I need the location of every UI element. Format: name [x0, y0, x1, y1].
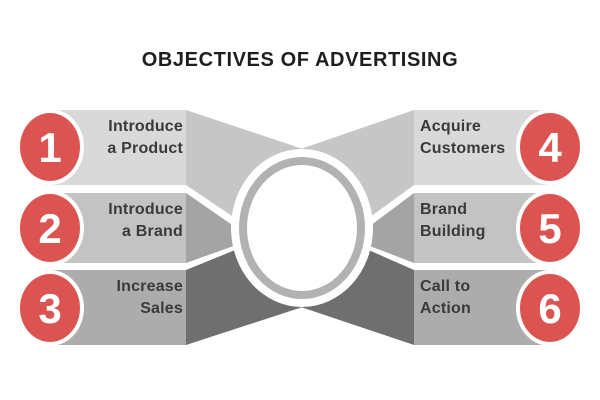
label-line-1: Acquire	[420, 118, 481, 135]
badge-number: 4	[538, 124, 562, 171]
label-line-2: a Brand	[122, 223, 183, 240]
badge-5: 5	[516, 190, 584, 266]
badge-circle	[520, 274, 580, 342]
badge-3: 3	[16, 270, 84, 346]
badge-2: 2	[16, 190, 84, 266]
funnel-right-4	[286, 110, 414, 220]
label-1: Introduce a Product	[107, 118, 183, 157]
badge-number: 6	[538, 285, 561, 332]
badge-number: 5	[538, 205, 561, 252]
funnel-left-3	[186, 248, 318, 345]
label-2: Introduce a Brand	[108, 201, 183, 240]
label-line-2: Customers	[420, 140, 505, 157]
funnel-right-5	[362, 193, 414, 263]
badge-circle	[20, 194, 80, 262]
badge-circle	[520, 194, 580, 262]
badge-number: 1	[38, 124, 61, 171]
label-line-1: Introduce	[108, 118, 183, 135]
label-line-1: Call to	[420, 278, 470, 295]
badge-circle	[520, 113, 580, 181]
center-circle-ring	[239, 157, 365, 299]
label-4: Acquire Customers	[420, 118, 505, 157]
label-line-1: Brand	[420, 201, 467, 218]
badge-4: 4	[516, 109, 584, 185]
label-6: Call to Action	[420, 278, 471, 317]
funnel-right-6	[286, 248, 414, 345]
badge-number: 2	[38, 205, 61, 252]
label-line-1: Introduce	[108, 201, 183, 218]
page-title: OBJECTIVES OF ADVERTISING	[142, 49, 459, 71]
label-5: Brand Building	[420, 201, 486, 240]
label-line-2: Action	[420, 300, 471, 317]
badge-1: 1	[16, 109, 84, 185]
funnel-left-2	[186, 193, 242, 263]
badge-number: 3	[38, 285, 61, 332]
badge-circle	[20, 274, 80, 342]
badge-6: 6	[516, 270, 584, 346]
label-line-2: Sales	[140, 300, 183, 317]
label-line-1: Increase	[116, 278, 183, 295]
label-3: Increase Sales	[116, 278, 183, 317]
label-line-2: Building	[420, 223, 486, 240]
label-line-2: a Product	[107, 140, 183, 157]
funnel-left-1	[186, 110, 318, 220]
badge-circle	[20, 113, 80, 181]
